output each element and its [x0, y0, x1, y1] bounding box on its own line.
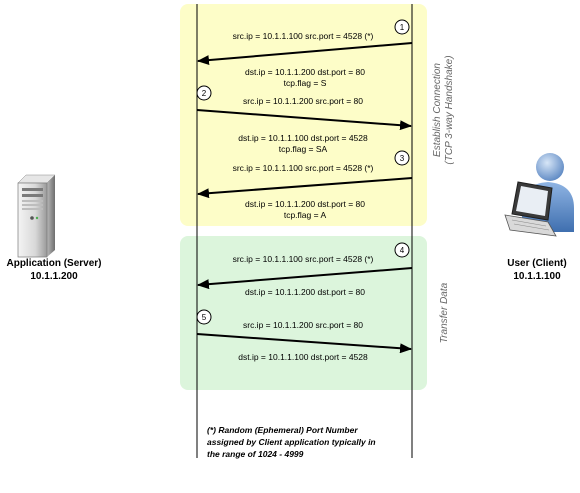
step-2: 2 src.ip = 10.1.1.200 src.port = 80 dst.…	[196, 85, 412, 154]
step-4-destination-label: dst.ip = 10.1.1.200 dst.port = 80	[245, 287, 365, 297]
client-ip: 10.1.1.100	[513, 271, 561, 282]
step-2-destination-label: dst.ip = 10.1.1.100 dst.port = 4528	[238, 133, 368, 143]
server-ip: 10.1.1.200	[30, 271, 78, 282]
step-1-source-label: src.ip = 10.1.1.100 src.port = 4528 (*)	[233, 31, 374, 41]
step-1-destination-label: dst.ip = 10.1.1.200 dst.port = 80	[245, 67, 365, 77]
footnote-line-3: the range of 1024 - 4999	[207, 449, 304, 459]
step-1-marker	[394, 19, 410, 35]
footnote-line-1: (*) Random (Ephemeral) Port Number	[207, 425, 358, 435]
server-title: Application (Server)	[6, 258, 101, 269]
step-1: 1 src.ip = 10.1.1.100 src.port = 4528 (*…	[197, 19, 413, 88]
step-1-flag-label: tcp.flag = S	[284, 78, 327, 88]
step-4: 4 src.ip = 10.1.1.100 src.port = 4528 (*…	[197, 242, 413, 297]
step-1-number: 1	[400, 23, 405, 32]
step-3-marker	[394, 150, 410, 166]
user-laptop-icon	[504, 153, 574, 237]
handshake-phase-box	[180, 4, 427, 226]
step-5-source-label: src.ip = 10.1.1.200 src.port = 80	[243, 320, 363, 330]
step-3-number: 3	[400, 154, 405, 163]
step-1-arrow	[197, 42, 413, 66]
transfer-phase-label: Transfer Data	[439, 282, 450, 343]
client-title: User (Client)	[507, 258, 566, 269]
step-5-number: 5	[202, 313, 207, 322]
svg-text:Transfer Data: Transfer Data	[439, 282, 450, 343]
step-2-marker	[196, 85, 212, 101]
transfer-phase-box	[180, 236, 427, 390]
step-2-flag-label: tcp.flag = SA	[279, 144, 328, 154]
footnote: (*) Random (Ephemeral) Port Number assig…	[207, 425, 376, 459]
svg-text:(TCP 3-way Handshake): (TCP 3-way Handshake)	[444, 55, 455, 164]
handshake-phase-label: Establish Connection (TCP 3-way Handshak…	[432, 55, 455, 164]
server-tower-icon	[17, 174, 56, 258]
step-2-source-label: src.ip = 10.1.1.200 src.port = 80	[243, 96, 363, 106]
step-5: 5 src.ip = 10.1.1.200 src.port = 80 dst.…	[196, 309, 412, 362]
step-4-arrow	[197, 267, 413, 290]
step-5-marker	[196, 309, 212, 325]
step-2-number: 2	[202, 89, 207, 98]
step-2-arrow	[196, 109, 412, 131]
footnote-line-2: assigned by Client application typically…	[207, 437, 376, 447]
step-4-marker	[394, 242, 410, 258]
step-5-destination-label: dst.ip = 10.1.1.100 dst.port = 4528	[238, 352, 368, 362]
step-3-flag-label: tcp.flag = A	[284, 210, 327, 220]
step-3: 3 src.ip = 10.1.1.100 src.port = 4528 (*…	[197, 150, 413, 220]
step-3-destination-label: dst.ip = 10.1.1.200 dst.port = 80	[245, 199, 365, 209]
step-3-arrow	[197, 177, 413, 199]
svg-text:Establish Connection: Establish Connection	[432, 63, 443, 157]
step-4-source-label: src.ip = 10.1.1.100 src.port = 4528 (*)	[233, 254, 374, 264]
step-5-arrow	[196, 333, 412, 354]
step-4-number: 4	[400, 246, 405, 255]
step-3-source-label: src.ip = 10.1.1.100 src.port = 4528 (*)	[233, 163, 374, 173]
